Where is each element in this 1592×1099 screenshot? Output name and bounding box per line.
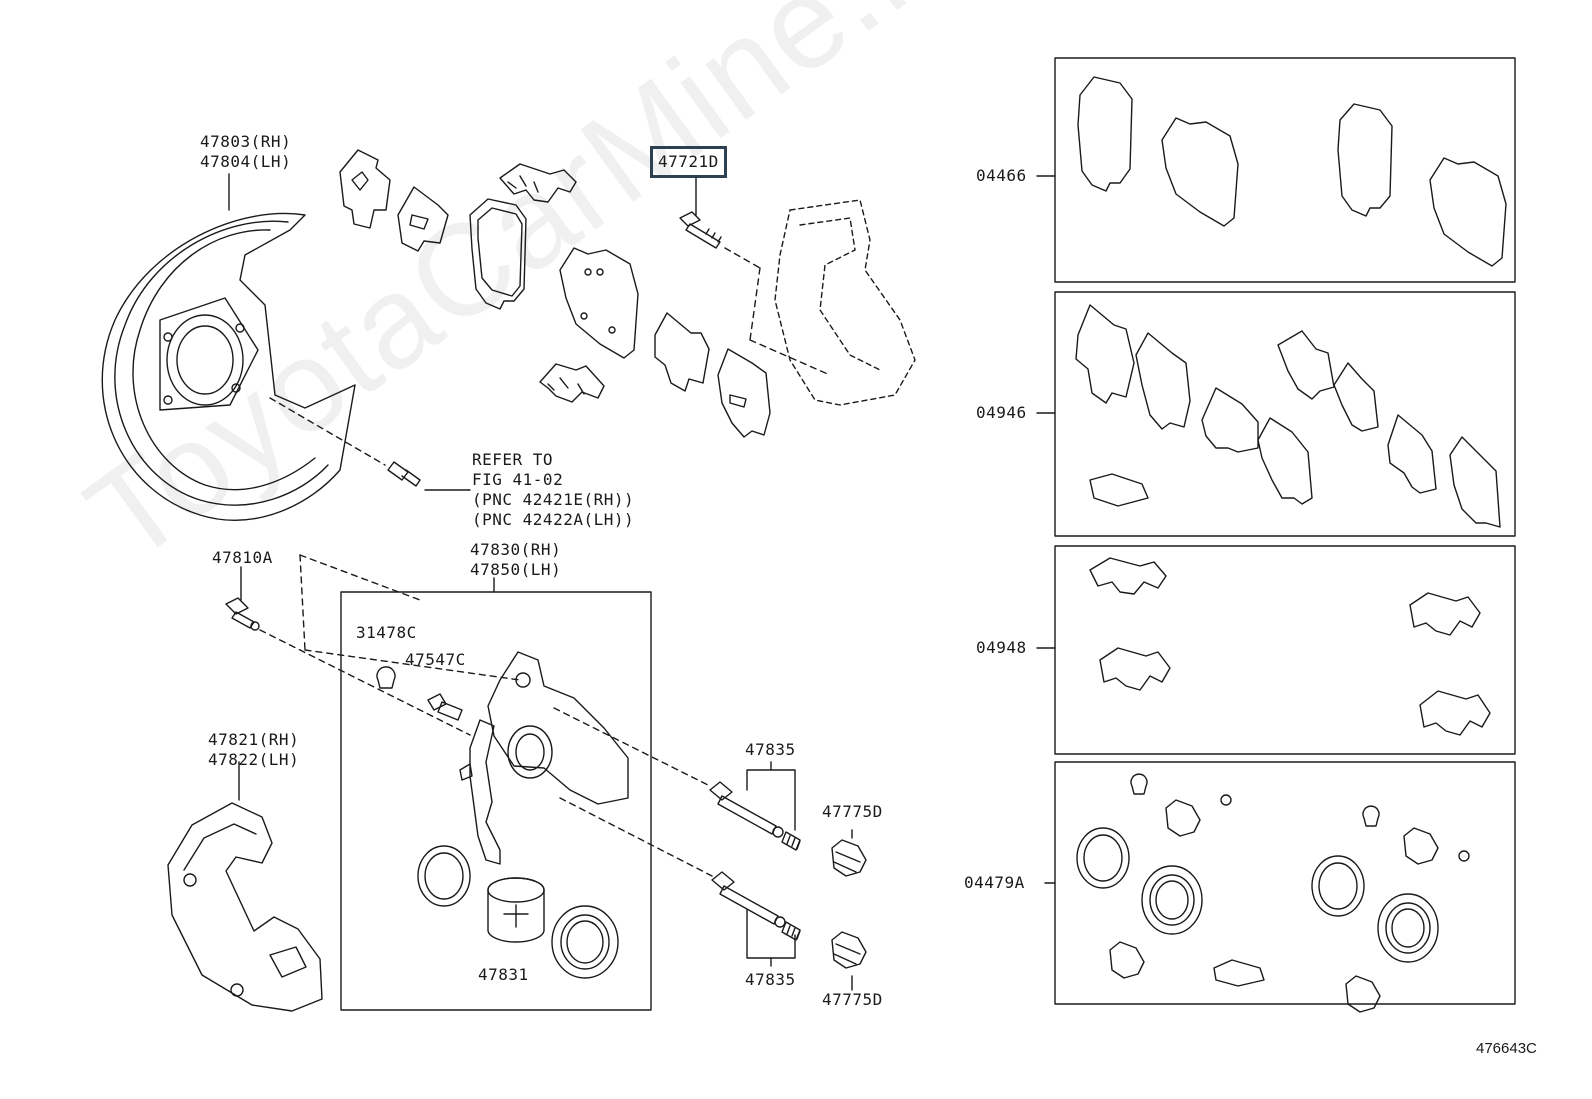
label-refer-line4: (PNC 42422A(LH)) [472, 510, 635, 529]
label-refer-line1: REFER TO [472, 450, 554, 469]
plug-drawing [427, 693, 463, 721]
bleeder-drawing [225, 597, 260, 631]
label-kit-shims: 04946 [976, 403, 1027, 422]
shim-top-1 [339, 149, 391, 229]
clip-top-2 [539, 363, 605, 403]
kit-box-pads [1054, 57, 1516, 283]
kit-box-clips [1054, 545, 1516, 755]
slide-pin-top-drawing [709, 781, 784, 838]
label-kit-pads: 04466 [976, 166, 1027, 185]
label-bolt-highlight[interactable]: 47721D [650, 146, 727, 178]
label-caliper-rh: 47830(RH) [470, 540, 562, 559]
shield-bolt-drawing [387, 461, 421, 487]
mounting-drawing [167, 802, 323, 1012]
shim-mid-1 [654, 312, 710, 392]
label-bleeder: 47810A [212, 548, 273, 567]
cap-drawing [376, 666, 396, 689]
shim-top-2 [397, 186, 449, 252]
label-kit-clips: 04948 [976, 638, 1027, 657]
boot-bottom-drawing [831, 931, 867, 969]
label-slide-pin-bottom: 47835 [745, 970, 796, 989]
kit-pads-drawing [1077, 76, 1507, 267]
label-shield-lh: 47804(LH) [200, 152, 292, 171]
label-boot-top: 47775D [822, 802, 883, 821]
label-plug: 47547C [405, 650, 466, 669]
label-mount-lh: 47822(LH) [208, 750, 300, 769]
figure-code: 476643C [1476, 1040, 1537, 1057]
guide-bolt-drawing [679, 211, 722, 249]
kit-box-shims [1054, 291, 1516, 537]
label-mount-rh: 47821(RH) [208, 730, 300, 749]
kit-shims-drawing [1075, 304, 1501, 528]
piston-seal-drawing [417, 845, 471, 907]
pin-spring-top-drawing [781, 831, 801, 851]
caliper-body-drawing [459, 651, 629, 865]
kit-box-seal [1054, 761, 1516, 1005]
piston-boot-drawing [551, 905, 619, 979]
shim-mid-2 [717, 348, 771, 438]
pad-top-1 [469, 198, 527, 310]
kit-seal-drawing [1076, 773, 1470, 1013]
label-slide-pin-top: 47835 [745, 740, 796, 759]
boot-top-drawing [831, 839, 867, 877]
label-cap: 31478C [356, 623, 417, 642]
kit-clips-drawing [1089, 557, 1491, 736]
label-shield-rh: 47803(RH) [200, 132, 292, 151]
caliper-box [340, 591, 652, 1011]
pad-top-2 [559, 247, 639, 359]
label-refer-line2: FIG 41-02 [472, 470, 564, 489]
label-boot-bottom: 47775D [822, 990, 883, 1009]
label-kit-seal: 04479A [964, 873, 1025, 892]
label-refer-line3: (PNC 42421E(RH)) [472, 490, 635, 509]
slide-pin-bottom-drawing [711, 871, 786, 928]
phantom-mounting-drawing [774, 199, 916, 406]
label-piston: 47831 [478, 965, 529, 984]
dust-shield-drawing [101, 212, 356, 521]
pin-spring-bottom-drawing [781, 921, 801, 941]
clip-top-1 [499, 163, 577, 203]
piston-drawing [487, 877, 545, 943]
label-caliper-lh: 47850(LH) [470, 560, 562, 579]
